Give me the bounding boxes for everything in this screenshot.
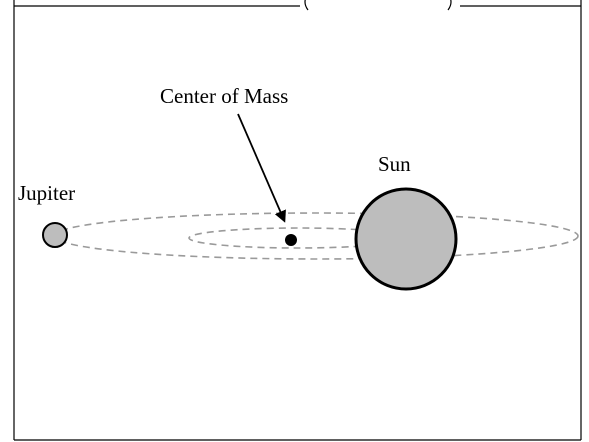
center-of-mass-arrow [237,113,286,223]
jupiter-circle [42,222,68,248]
clipped-top-marks [304,0,452,11]
center-of-mass-label: Center of Mass [160,84,288,108]
jupiter-label: Jupiter [18,181,75,205]
sun-circle [354,187,458,291]
outer-orbit [53,212,579,260]
diagram-frame [13,0,582,441]
sun-label: Sun [378,152,411,176]
center-of-mass-dot [285,234,297,246]
